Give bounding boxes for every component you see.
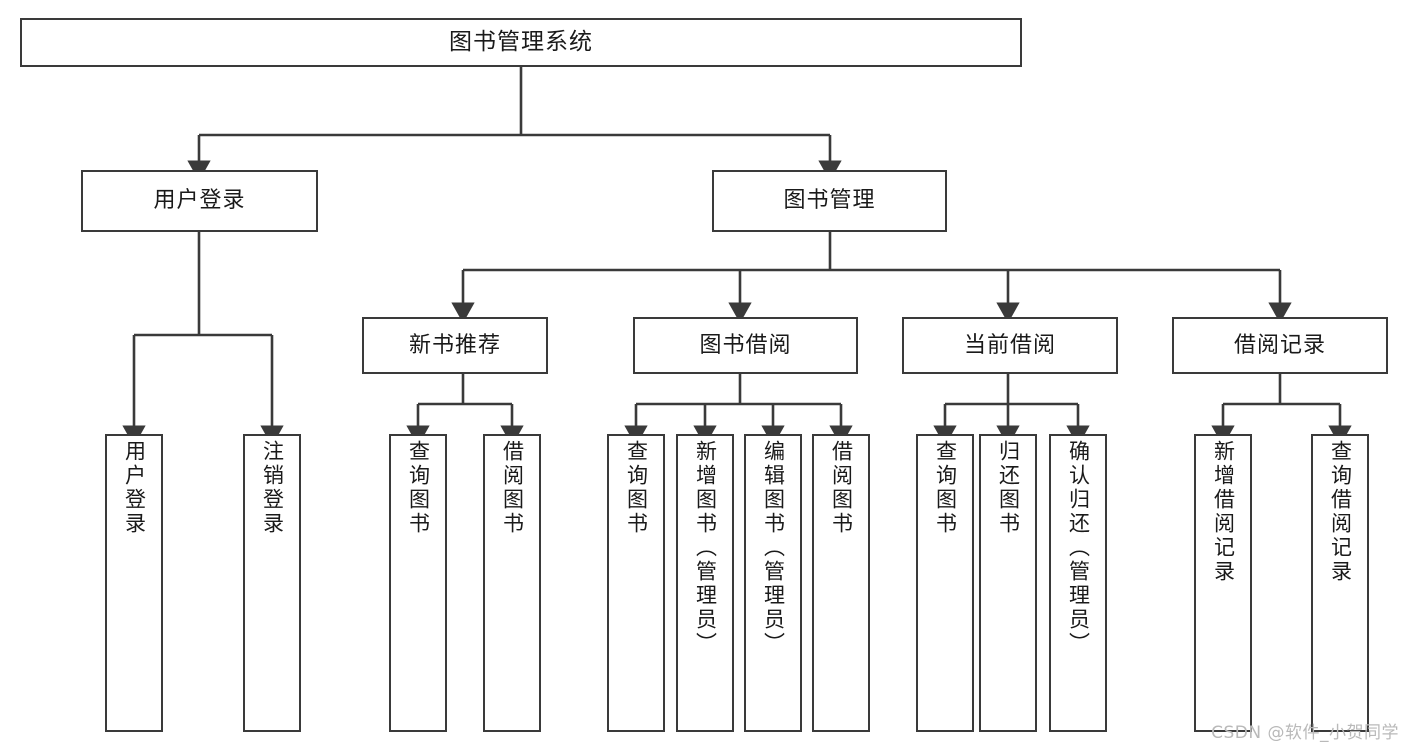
node-label: 确认归还（管理员） bbox=[1066, 440, 1091, 656]
leaf-record-query-record[interactable]: 查询借阅记录 bbox=[1311, 434, 1369, 732]
leaf-record-add-record[interactable]: 新增借阅记录 bbox=[1194, 434, 1252, 732]
leaf-user-login[interactable]: 用户登录 bbox=[105, 434, 163, 732]
node-label: 新书推荐 bbox=[408, 332, 501, 358]
node-label: 借阅记录 bbox=[1233, 332, 1326, 358]
leaf-user-logout[interactable]: 注销登录 bbox=[243, 434, 301, 732]
node-label: 图书管理系统 bbox=[449, 29, 593, 56]
node-label: 查询图书 bbox=[406, 440, 431, 536]
node-label: 查询借阅记录 bbox=[1328, 440, 1353, 584]
node-user-login[interactable]: 用户登录 bbox=[81, 170, 318, 232]
node-label: 借阅图书 bbox=[829, 440, 854, 536]
node-book-management[interactable]: 图书管理 bbox=[712, 170, 947, 232]
node-current-borrow[interactable]: 当前借阅 bbox=[902, 317, 1118, 374]
node-new-book-recommend[interactable]: 新书推荐 bbox=[362, 317, 548, 374]
leaf-borrow-borrow-book[interactable]: 借阅图书 bbox=[812, 434, 870, 732]
node-label: 注销登录 bbox=[260, 440, 285, 536]
node-label: 查询图书 bbox=[933, 440, 958, 536]
node-label: 用户登录 bbox=[122, 440, 147, 536]
node-label: 归还图书 bbox=[996, 440, 1021, 536]
csdn-watermark: CSDN @软件_小贺同学 bbox=[1211, 723, 1399, 743]
node-root-system[interactable]: 图书管理系统 bbox=[20, 18, 1022, 67]
leaf-current-confirm-return-admin[interactable]: 确认归还（管理员） bbox=[1049, 434, 1107, 732]
leaf-borrow-edit-book-admin[interactable]: 编辑图书（管理员） bbox=[744, 434, 802, 732]
leaf-borrow-add-book-admin[interactable]: 新增图书（管理员） bbox=[676, 434, 734, 732]
node-borrow-record[interactable]: 借阅记录 bbox=[1172, 317, 1388, 374]
node-label: 编辑图书（管理员） bbox=[761, 440, 786, 656]
node-label: 新增借阅记录 bbox=[1211, 440, 1236, 584]
node-label: 用户登录 bbox=[153, 188, 246, 214]
node-label: 图书借阅 bbox=[699, 332, 792, 358]
leaf-current-query-book[interactable]: 查询图书 bbox=[916, 434, 974, 732]
leaf-borrow-query-book[interactable]: 查询图书 bbox=[607, 434, 665, 732]
node-label: 图书管理 bbox=[783, 188, 876, 214]
node-book-borrow[interactable]: 图书借阅 bbox=[633, 317, 858, 374]
node-label: 新增图书（管理员） bbox=[693, 440, 718, 656]
node-label: 借阅图书 bbox=[500, 440, 525, 536]
leaf-newbook-borrow-book[interactable]: 借阅图书 bbox=[483, 434, 541, 732]
leaf-newbook-query-book[interactable]: 查询图书 bbox=[389, 434, 447, 732]
node-label: 查询图书 bbox=[624, 440, 649, 536]
node-label: 当前借阅 bbox=[963, 332, 1056, 358]
leaf-current-return-book[interactable]: 归还图书 bbox=[979, 434, 1037, 732]
